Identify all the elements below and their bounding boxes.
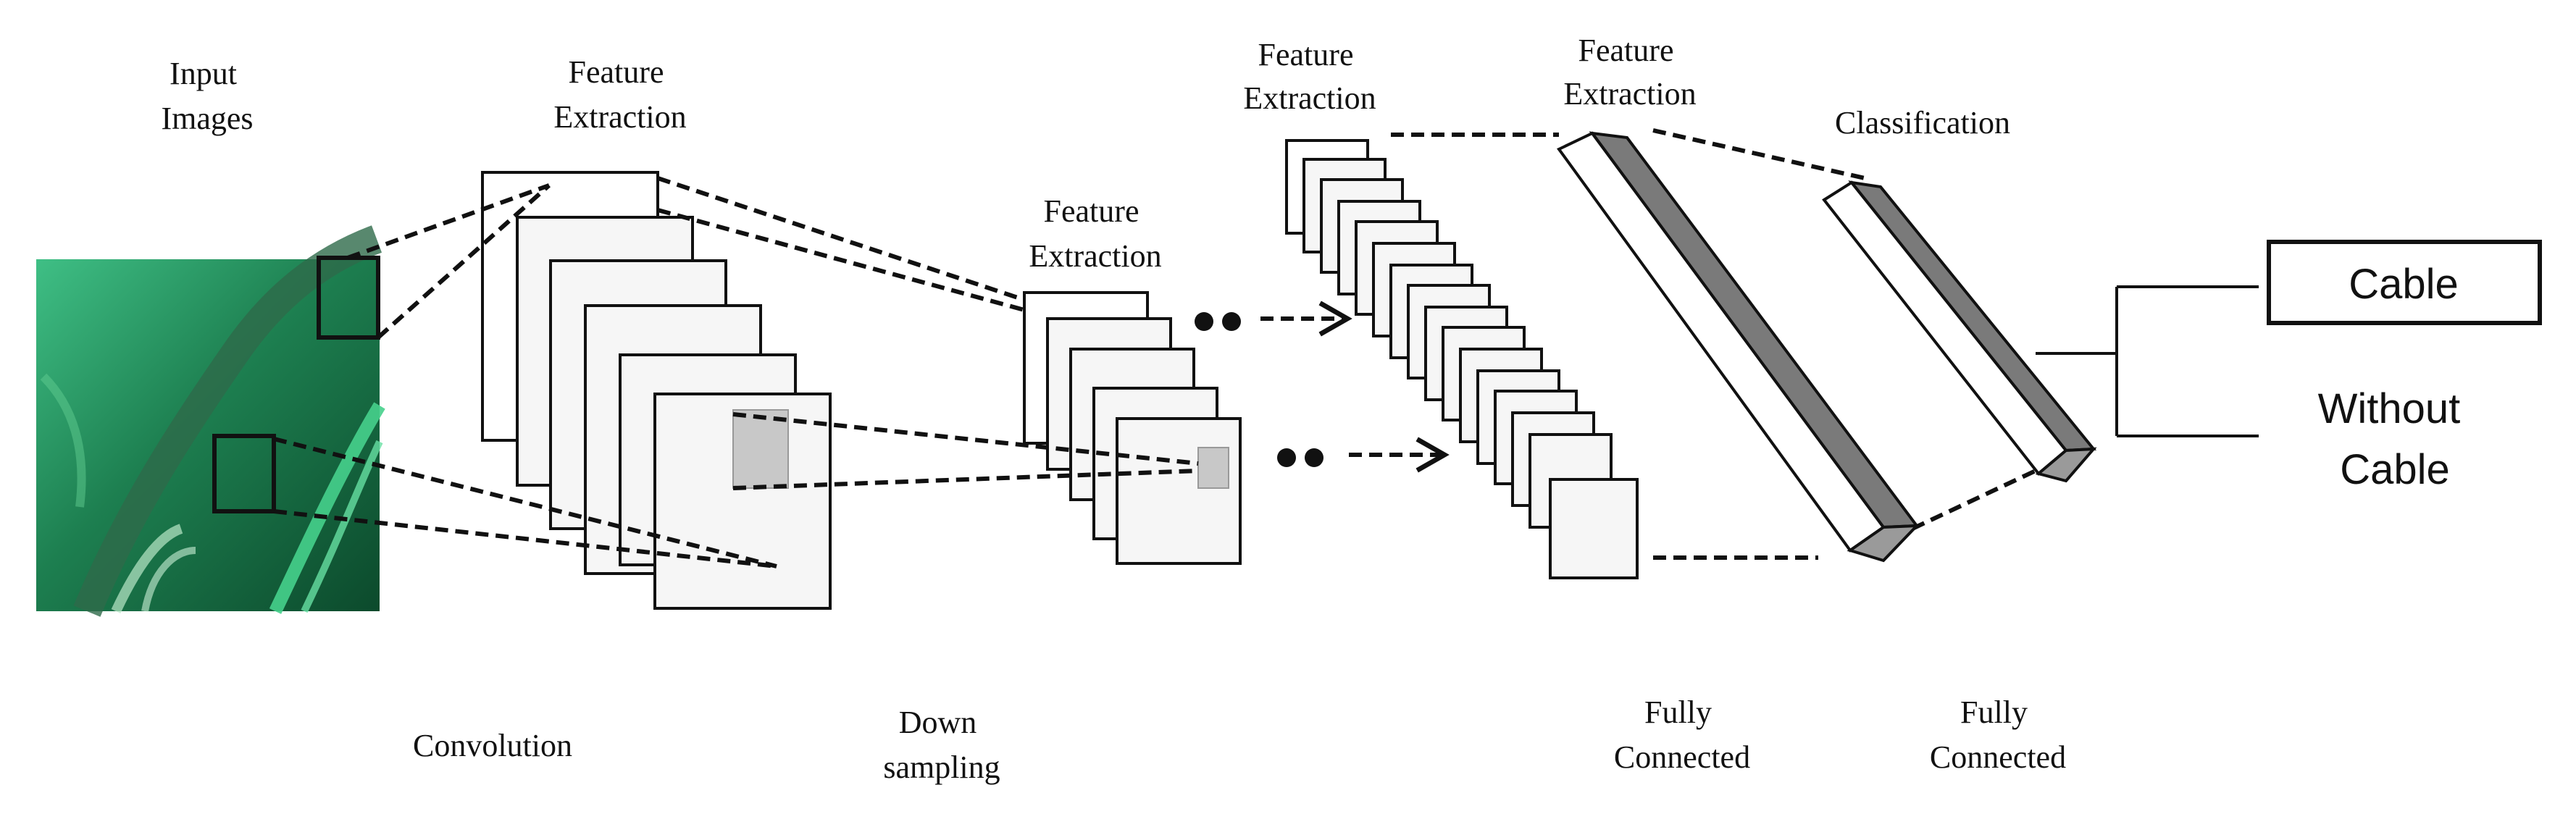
fc1-bottom-face [1847,524,1920,563]
classification-label: Classification [1835,105,2010,140]
fc2-white-face [1822,180,2068,476]
dot [1195,312,1213,331]
dot [1277,448,1296,467]
input-image [36,225,385,617]
dot [1222,312,1241,331]
cable-output-box [2267,240,2542,325]
deep-map-front [1549,478,1639,579]
feature-extraction-label-1: Feature Extraction [553,54,686,135]
feature-extraction-label-4: Feature Extraction [1563,33,1696,112]
dashed-connectors [273,128,2037,568]
convolution-feature-maps [481,171,832,610]
deep-feature-map-stack [1285,139,1639,579]
fully-connected-layer-1 [1556,131,1920,563]
fc2-gray-face [1848,180,2097,453]
without-cable-output-label: Without Cable [2318,385,2472,493]
downsampling-feature-maps [1023,291,1242,565]
down-patch [1197,447,1229,489]
output-bracket [2036,240,2542,437]
fc2-bottom-face [2035,447,2097,483]
fully-connected-label-2: Fully Connected [1930,695,2066,775]
conv-patch [732,409,789,489]
labels: Input Images Feature Extraction Feature … [161,33,2472,785]
feature-extraction-label-3: Feature Extraction [1243,37,1376,116]
continuation-markers [1195,301,1450,473]
fully-connected-layer-2 [1822,180,2097,483]
cable-output-label: Cable [2349,261,2459,308]
convolution-label: Convolution [413,728,572,763]
feature-extraction-label-2: Feature Extraction [1029,193,1161,274]
down-map-5 [1116,417,1242,565]
fully-connected-label-1: Fully Connected [1614,695,1750,775]
input-images-label: Input Images [161,56,253,136]
down-sampling-label: Down sampling [883,705,1000,785]
receptive-field-box-bottom [212,434,276,513]
dot [1305,448,1323,467]
